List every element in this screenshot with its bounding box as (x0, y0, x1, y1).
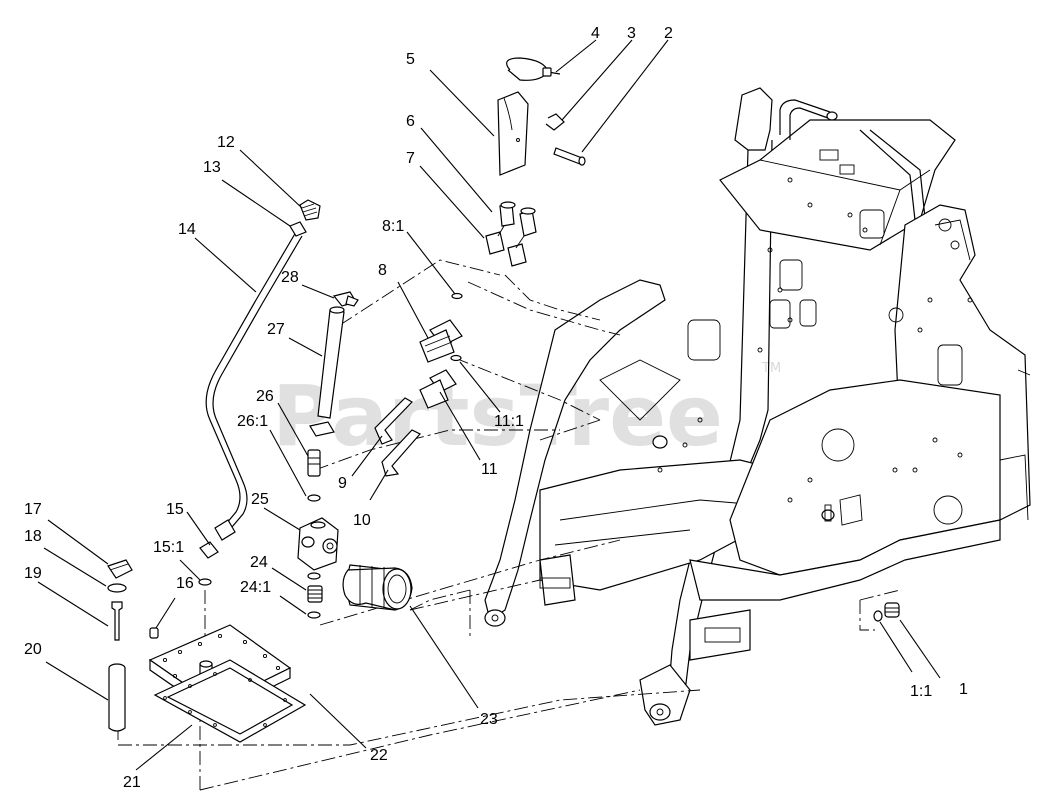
part-27-hose (317, 306, 345, 419)
leader-lines (37, 39, 941, 771)
part-12-fitting (299, 199, 321, 221)
callout-27: 27 (267, 321, 285, 338)
part-23-filter (342, 564, 413, 611)
callout-19: 19 (24, 565, 42, 582)
part-28-elbow (332, 291, 359, 307)
callout-21: 21 (123, 774, 141, 791)
part-16-plug (149, 627, 159, 639)
part-21-gasket (153, 659, 307, 743)
callout-8: 8 (378, 262, 387, 279)
part-26-1-washer (307, 494, 321, 502)
watermark-tm: TM (761, 361, 781, 376)
part-14-tube (205, 231, 303, 528)
part-3-clip (545, 113, 565, 131)
callout-1-1: 1:1 (910, 683, 932, 700)
part-24-fitting (307, 585, 323, 603)
part-13-elbow (289, 221, 307, 237)
part-15-fitting (199, 519, 236, 559)
main-frame (484, 87, 1031, 726)
callout-23: 23 (480, 711, 498, 728)
part-25-filter-head (297, 517, 339, 571)
callout-20: 20 (24, 641, 42, 658)
part-1-plug (884, 602, 900, 618)
callout-8-1: 8:1 (382, 218, 404, 235)
callout-26: 26 (256, 388, 274, 405)
callout-15-1: 15:1 (153, 539, 184, 556)
part-18-seal (107, 583, 127, 593)
callout-12: 12 (217, 134, 235, 151)
watermark: PartsTree (272, 367, 723, 465)
part-10-bracket (381, 429, 421, 477)
callout-14: 14 (178, 221, 196, 238)
callout-10: 10 (353, 512, 371, 529)
callout-2: 2 (664, 25, 673, 42)
part-24-washer (307, 572, 321, 580)
callout-22: 22 (370, 747, 388, 764)
part-8-coupler (419, 319, 463, 363)
callout-24: 24 (250, 554, 268, 571)
callout-24-1: 24:1 (240, 579, 271, 596)
callout-1: 1 (959, 681, 968, 698)
part-9-bracket (374, 397, 413, 445)
part-17-cap (107, 559, 133, 579)
callout-18: 18 (24, 528, 42, 545)
part-4-loop-pin (506, 57, 561, 81)
callout-5: 5 (406, 51, 415, 68)
part-6-fittings (499, 201, 537, 237)
callout-3: 3 (627, 25, 636, 42)
part-11-1-ring (450, 354, 462, 362)
callout-11-1: 11:1 (494, 413, 524, 430)
part-8-1-ring (451, 292, 463, 300)
callout-labels: 1 1:1 2 3 4 5 6 7 8 8:1 9 10 11 11:1 12 … (24, 25, 968, 791)
part-15-1-washer (198, 578, 212, 586)
part-20-tube (108, 663, 126, 732)
part-1-1-washer (873, 610, 883, 622)
frame-holes (657, 177, 973, 503)
part-24-1-washer (307, 611, 321, 619)
part-2-pin (553, 147, 586, 166)
callout-26-1: 26:1 (237, 413, 268, 430)
callout-15: 15 (166, 501, 184, 518)
part-26-fitting (307, 449, 321, 477)
part-5-block (497, 91, 529, 176)
part-19-dipstick (111, 601, 123, 641)
callout-6: 6 (406, 113, 415, 130)
callout-25: 25 (251, 491, 269, 508)
callout-17: 17 (24, 501, 42, 518)
part-27-lower-elbow (309, 421, 335, 437)
part-11-coupler (419, 369, 457, 409)
callout-13: 13 (203, 159, 221, 176)
callout-7: 7 (406, 150, 415, 167)
callout-4: 4 (591, 25, 600, 42)
callout-16: 16 (176, 575, 194, 592)
callout-28: 28 (281, 269, 299, 286)
reference-lines (117, 259, 901, 791)
callout-9: 9 (338, 475, 347, 492)
callout-11: 11 (481, 461, 498, 478)
part-7-fittings (485, 225, 527, 267)
